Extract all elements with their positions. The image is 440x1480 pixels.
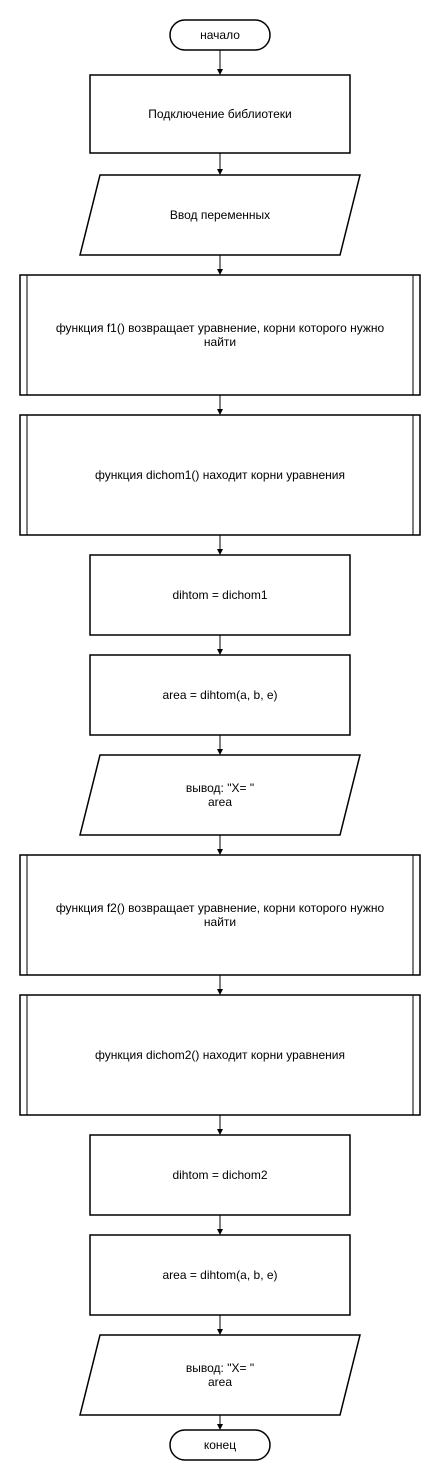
node-label: dihtom = dichom2	[172, 1168, 267, 1182]
node-output1: вывод: "X= "area	[79, 754, 361, 836]
connector-dichom1-assign1	[217, 535, 223, 555]
arrowhead	[217, 1129, 223, 1135]
node-label: area = dihtom(a, b, e)	[162, 1268, 277, 1282]
arrowhead	[217, 169, 223, 175]
arrowhead	[217, 749, 223, 755]
io-parallelogram	[79, 754, 361, 836]
node-dichom2: функция dichom2() находит корни уравнени…	[19, 994, 421, 1116]
arrowhead	[217, 409, 223, 415]
arrowhead	[217, 649, 223, 655]
node-label: функция f1() возвращает уравнение, корни…	[56, 321, 385, 335]
arrowhead	[217, 989, 223, 995]
process-shape	[89, 654, 351, 736]
node-label: area	[208, 1375, 232, 1389]
process-shape	[89, 74, 351, 154]
subroutine-shape	[19, 994, 421, 1116]
node-label: dihtom = dichom1	[172, 588, 267, 602]
process-shape	[89, 1234, 351, 1316]
arrowhead	[217, 549, 223, 555]
node-label: конец	[204, 1438, 236, 1452]
connector-start-include	[217, 50, 223, 75]
connector-input-f1	[217, 255, 223, 275]
connector-f1-dichom1	[217, 395, 223, 415]
node-label: Подключение библиотеки	[148, 107, 291, 121]
terminator-shape	[169, 19, 271, 51]
subroutine-shape	[19, 414, 421, 536]
node-label: функция f2() возвращает уравнение, корни…	[56, 901, 385, 915]
node-input: Ввод переменных	[79, 174, 361, 256]
node-f2: функция f2() возвращает уравнение, корни…	[19, 854, 421, 976]
node-area1: area = dihtom(a, b, e)	[89, 654, 351, 736]
process-shape	[89, 1134, 351, 1216]
arrowhead	[217, 1329, 223, 1335]
node-area2: area = dihtom(a, b, e)	[89, 1234, 351, 1316]
connector-f2-dichom2	[217, 975, 223, 995]
node-assign1: dihtom = dichom1	[89, 554, 351, 636]
node-label: Ввод переменных	[170, 208, 270, 222]
node-f1: функция f1() возвращает уравнение, корни…	[19, 274, 421, 396]
flowchart-connectors	[217, 50, 223, 1430]
node-output2: вывод: "X= "area	[79, 1334, 361, 1416]
node-assign2: dihtom = dichom2	[89, 1134, 351, 1216]
connector-assign1-area1	[217, 635, 223, 655]
connector-area2-output2	[217, 1315, 223, 1335]
node-dichom1: функция dichom1() находит корни уравнени…	[19, 414, 421, 536]
connector-include-input	[217, 153, 223, 175]
node-start: начало	[169, 19, 271, 51]
node-include: Подключение библиотеки	[89, 74, 351, 154]
arrowhead	[217, 69, 223, 75]
node-label: area	[208, 795, 232, 809]
subroutine-shape	[19, 854, 421, 976]
connector-output1-f2	[217, 835, 223, 855]
node-label: вывод: "X= "	[186, 781, 254, 795]
node-label: area = dihtom(a, b, e)	[162, 688, 277, 702]
arrowhead	[217, 849, 223, 855]
arrowhead	[217, 1229, 223, 1235]
subroutine-shape	[19, 274, 421, 396]
node-label: начало	[200, 28, 240, 42]
node-label: функция dichom2() находит корни уравнени…	[95, 1048, 345, 1062]
process-shape	[89, 554, 351, 636]
arrowhead	[217, 269, 223, 275]
connector-area1-output1	[217, 735, 223, 755]
node-label: найти	[204, 335, 236, 349]
terminator-shape	[169, 1429, 271, 1461]
connector-dichom2-assign2	[217, 1115, 223, 1135]
node-label: найти	[204, 915, 236, 929]
arrowhead	[217, 1424, 223, 1430]
node-label: вывод: "X= "	[186, 1361, 254, 1375]
io-parallelogram	[79, 174, 361, 256]
node-label: функция dichom1() находит корни уравнени…	[95, 468, 345, 482]
connector-output2-end	[217, 1415, 223, 1430]
connector-assign2-area2	[217, 1215, 223, 1235]
node-end: конец	[169, 1429, 271, 1461]
io-parallelogram	[79, 1334, 361, 1416]
